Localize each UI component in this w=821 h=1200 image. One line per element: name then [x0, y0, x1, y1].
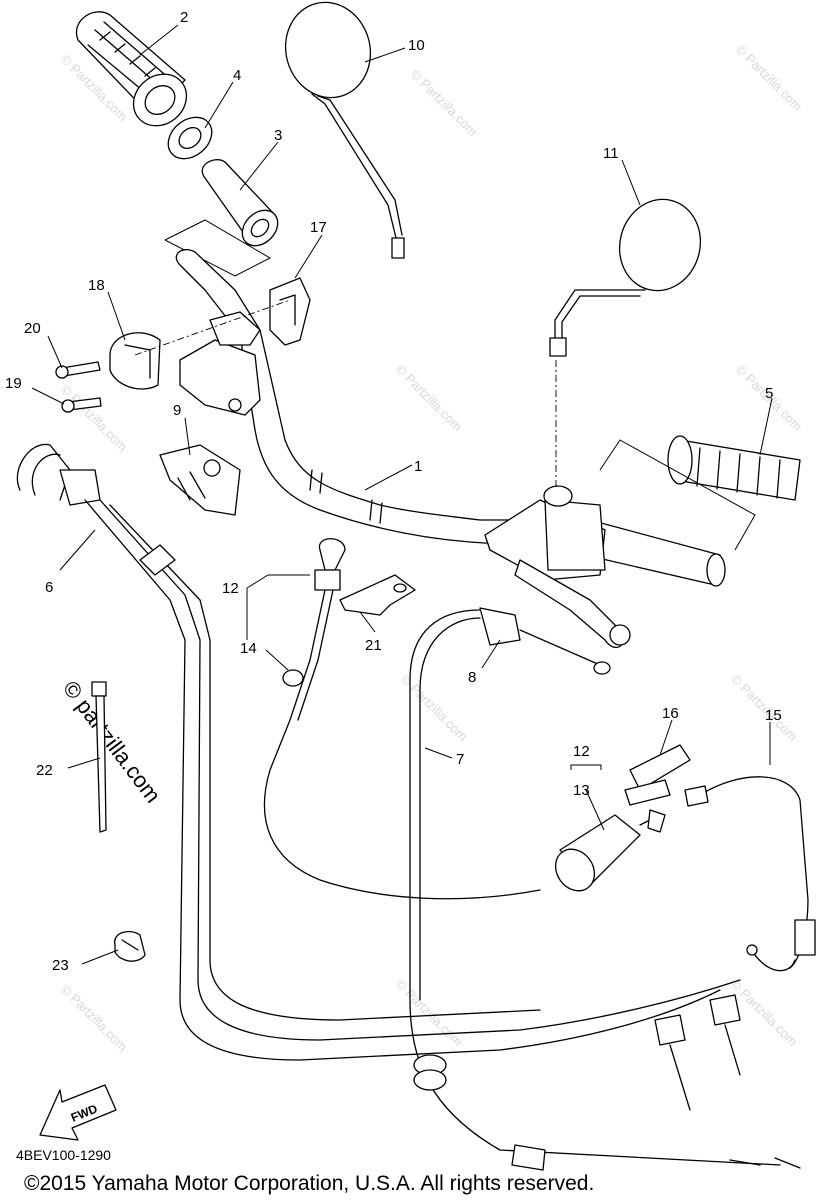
leader-lines	[31, 24, 773, 965]
callout-21: 21	[365, 637, 382, 654]
callout-6: 6	[45, 579, 53, 596]
part-3-throttle-tube	[164, 159, 279, 277]
callout-13: 13	[573, 782, 590, 799]
part-22-cable-tie	[91, 681, 107, 833]
copyright-notice: ©2015 Yamaha Motor Corporation, U.S.A. A…	[24, 1172, 594, 1195]
callout-14: 14	[240, 640, 257, 657]
callout-22: 22	[36, 762, 53, 779]
part-23-clamp	[114, 931, 146, 962]
left-switch-housing	[134, 299, 291, 416]
callout-5: 5	[765, 385, 773, 402]
part-9-lever-holder	[159, 444, 241, 516]
part-2-grip-left	[75, 11, 188, 127]
callout-23: 23	[52, 957, 69, 974]
callout-17: 17	[310, 219, 327, 236]
callout-9: 9	[173, 402, 181, 419]
callout-4: 4	[233, 67, 241, 84]
callout-12b: 12	[573, 743, 590, 760]
watermark: © Partzilla.com	[393, 977, 466, 1050]
callout-18: 18	[88, 277, 105, 294]
watermark-large: © partzilla.com	[58, 676, 166, 807]
part-11-mirror-right	[549, 198, 702, 357]
callout-16: 16	[662, 705, 679, 722]
callout-8: 8	[468, 669, 476, 686]
part-5-grip-right	[584, 435, 801, 587]
fwd-arrow-icon: FWD	[39, 1084, 117, 1141]
part-17-holder	[269, 277, 311, 346]
callout-20: 20	[24, 320, 41, 337]
watermark: © Partzilla.com	[58, 382, 131, 455]
diagram-code: 4BEV100-1290	[16, 1147, 111, 1163]
callout-2: 2	[180, 9, 188, 26]
callout-1: 1	[414, 458, 422, 475]
watermark: © Partzilla.com	[398, 672, 471, 745]
callout-10: 10	[408, 37, 425, 54]
part-15-cable	[684, 776, 816, 972]
part-16-clip	[624, 744, 691, 806]
callout-7: 7	[456, 751, 464, 768]
part-10-mirror-left	[284, 1, 405, 259]
part-18-holder	[109, 332, 161, 390]
watermark: © Partzilla.com	[408, 67, 481, 140]
callout-3: 3	[274, 127, 282, 144]
part-6-cable	[16, 443, 741, 1111]
part-1-handlebar	[175, 249, 521, 546]
part-4-washer	[167, 116, 213, 160]
callout-15: 15	[765, 707, 782, 724]
callout-19: 19	[5, 375, 22, 392]
watermark: © Partzilla.com	[58, 982, 131, 1055]
part-20-screw	[55, 361, 101, 379]
callout-12a: 12	[222, 580, 239, 597]
watermark: © Partzilla.com	[733, 42, 806, 115]
callout-numbers: 1 2 3 4 5 6 7 8 9 10 11 12 12 13 14 15 1…	[5, 9, 782, 974]
part-19-screw	[61, 397, 102, 413]
part-13-choke-plunger	[554, 809, 666, 892]
part-21-bracket	[339, 574, 416, 616]
part-12-choke-cable	[263, 538, 541, 900]
part-7-throttle-cable	[409, 607, 801, 1171]
watermark: © Partzilla.com	[393, 362, 466, 435]
callout-11: 11	[603, 145, 619, 162]
lever-assembly-right	[484, 360, 631, 649]
